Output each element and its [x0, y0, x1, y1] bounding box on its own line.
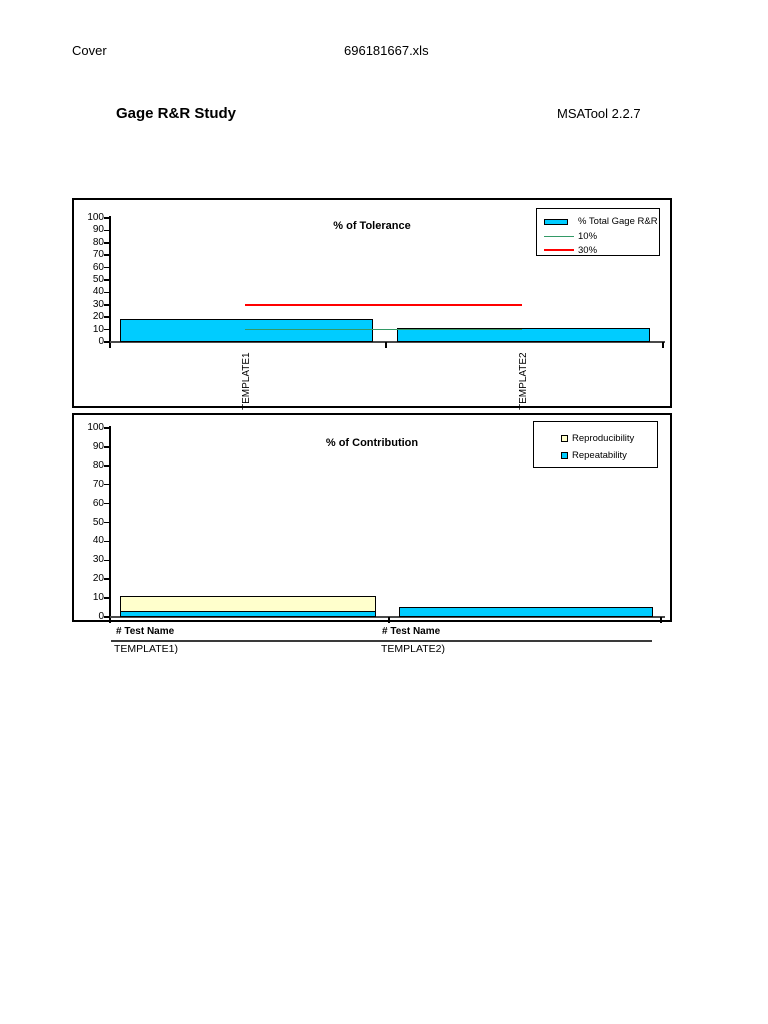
y-axis-tick-label: 60: [92, 261, 104, 273]
bar-template1: [120, 319, 373, 342]
y-axis-tick-label: 20: [92, 573, 104, 585]
ref-10pct-line-swatch: [544, 235, 574, 237]
y-axis-tick: [104, 578, 110, 580]
y-axis-tick-label: 80: [92, 236, 104, 248]
reference-line-10%: [245, 328, 522, 331]
tool-version: MSATool 2.2.7: [557, 106, 641, 121]
y-axis-tick: [104, 427, 110, 429]
y-axis-tick: [104, 328, 110, 331]
y-axis-tick-label: 30: [92, 298, 104, 310]
x-axis-tick: [660, 617, 662, 623]
y-axis-tick-label: 60: [92, 497, 104, 509]
total-gage-rr-swatch: [544, 218, 568, 225]
y-axis-tick-label: 70: [92, 249, 104, 261]
y-axis-line: [109, 426, 111, 623]
y-axis-tick: [104, 446, 110, 448]
x-axis-line: [109, 340, 665, 343]
ref-30pct-line-swatch: [544, 249, 574, 251]
reference-line-30%: [245, 303, 522, 306]
y-axis-tick: [104, 341, 110, 343]
x-axis-tick: [385, 342, 387, 348]
y-axis-tick-label: 40: [92, 286, 104, 298]
y-axis-tick: [104, 291, 110, 294]
bar-template2: [397, 327, 650, 342]
x-axis-line: [109, 615, 665, 618]
legend: % Total Gage R&R 10% 30%: [536, 208, 660, 256]
y-axis-tick: [104, 465, 110, 467]
legend-label: Repeatability: [572, 450, 627, 461]
y-axis-line: [109, 216, 111, 348]
y-axis-tick: [104, 502, 110, 505]
y-axis-tick: [104, 521, 110, 524]
reproducibility-swatch: [561, 435, 568, 442]
y-axis-tick-label: 40: [92, 535, 104, 547]
chart-title: % of Tolerance: [333, 220, 411, 232]
x-axis-tick: [388, 617, 390, 623]
y-axis-tick: [104, 217, 110, 219]
y-axis-tick-label: 70: [92, 478, 104, 490]
x-axis-tick: [662, 342, 664, 348]
y-axis-tick: [104, 242, 110, 244]
y-axis-tick-label: 50: [92, 274, 104, 285]
legend-item: Repeatability: [561, 447, 657, 464]
y-axis-tick: [104, 316, 110, 318]
test-name-header-1: # Test Name: [116, 626, 175, 637]
test-name-value-2: TEMPLATE2): [381, 643, 445, 655]
y-axis-tick: [104, 616, 110, 618]
legend: Reproducibility Repeatability: [533, 421, 658, 468]
y-axis-tick-label: 10: [92, 592, 104, 604]
y-axis-tick: [104, 483, 110, 486]
y-axis-tick-label: 0: [98, 611, 104, 622]
y-axis-tick-label: 100: [87, 422, 104, 433]
legend-label: 30%: [578, 244, 598, 256]
y-axis-tick: [104, 597, 110, 599]
y-axis-tick: [104, 266, 110, 269]
y-axis-tick: [104, 304, 110, 306]
legend-label: 10%: [578, 230, 598, 242]
y-axis-tick: [104, 229, 110, 232]
y-axis-tick-label: 90: [92, 440, 104, 452]
y-axis-tick-label: 0: [98, 336, 104, 347]
y-axis-tick-label: 30: [92, 554, 104, 566]
sheet-label: Cover: [72, 43, 107, 58]
legend-label: Reproducibility: [572, 433, 635, 444]
y-axis-tick-label: 100: [87, 212, 104, 223]
contribution-chart: % of Contribution Reproducibility Repeat…: [72, 413, 672, 623]
legend-item: 30%: [544, 243, 659, 257]
bar-template1: [120, 611, 376, 617]
chart-title: % of Contribution: [325, 437, 419, 449]
y-axis-tick: [104, 279, 110, 281]
x-category-label: TEMPLATE2: [517, 352, 529, 410]
tolerance-chart: % of Tolerance % Total Gage R&R 10% 30 % …: [72, 198, 672, 410]
y-axis-tick-label: 90: [92, 224, 104, 236]
legend-item: 10%: [544, 229, 659, 243]
y-axis-tick: [104, 540, 110, 543]
repeatability-swatch: [561, 452, 568, 459]
y-axis-tick-label: 80: [92, 459, 104, 471]
legend-label: % Total Gage R&R: [578, 216, 658, 227]
y-axis-tick-label: 10: [92, 323, 104, 335]
test-name-value-1: TEMPLATE1): [114, 643, 178, 655]
footer-rule: [111, 640, 652, 642]
test-name-header-2: # Test Name: [382, 626, 441, 637]
y-axis-tick: [104, 559, 110, 562]
y-axis-tick-label: 50: [92, 516, 104, 528]
page-title: Gage R&R Study: [116, 105, 237, 122]
file-name: 696181667.xls: [344, 43, 429, 58]
y-axis-tick-label: 20: [92, 311, 104, 323]
y-axis-tick: [104, 254, 110, 256]
legend-item: % Total Gage R&R: [544, 214, 659, 229]
bar-template2: [399, 606, 653, 617]
x-category-label: TEMPLATE1: [240, 352, 252, 410]
legend-item: Reproducibility: [561, 430, 657, 447]
